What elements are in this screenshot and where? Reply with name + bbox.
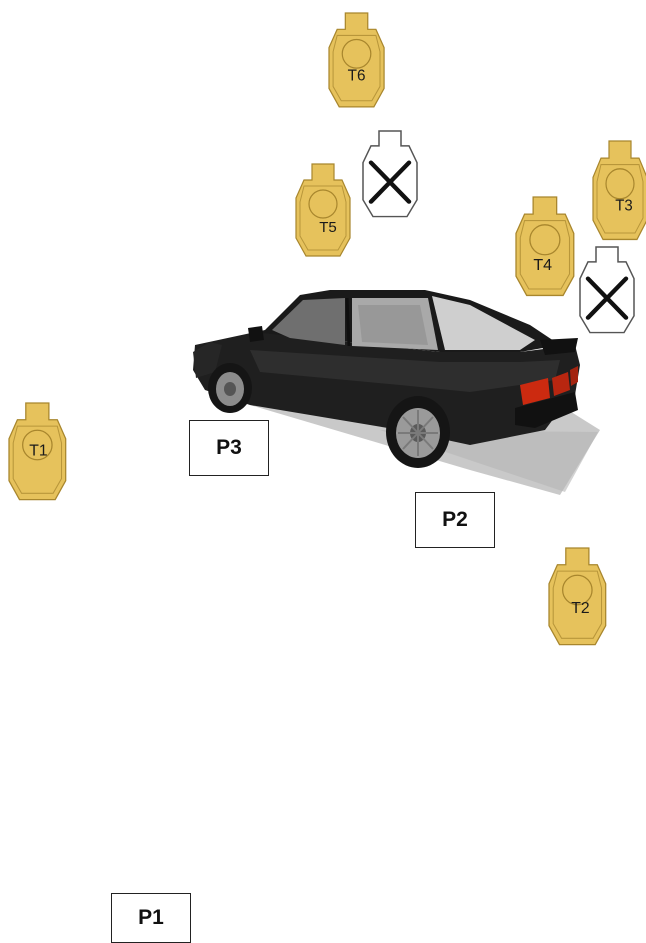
car-rear-wheel [386, 396, 450, 468]
shooting-position-p2: P2 [415, 492, 495, 548]
target-label: T5 [319, 219, 337, 236]
no-shoot-target [362, 130, 418, 218]
shoot-target-t1: T1 [8, 402, 67, 501]
shooting-position-p3: P3 [189, 420, 269, 476]
car-front-wheel [208, 363, 252, 413]
shoot-target-t3: T3 [592, 140, 646, 241]
position-label: P1 [138, 906, 164, 929]
target-label: T2 [571, 600, 589, 617]
car-icon [193, 290, 600, 495]
shoot-target-t2: T2 [548, 547, 607, 646]
shooting-position-p1: P1 [111, 893, 191, 943]
shoot-target-t5: T5 [295, 163, 351, 257]
shoot-target-t4: T4 [515, 196, 575, 297]
position-label: P2 [442, 508, 468, 531]
x-mark-icon [368, 160, 412, 204]
position-label: P3 [216, 436, 242, 459]
target-label: T3 [615, 197, 632, 215]
no-shoot-target [579, 246, 635, 334]
x-mark-icon [585, 276, 629, 320]
target-label: T4 [533, 256, 552, 274]
target-label: T1 [29, 443, 47, 460]
shoot-target-t6: T6 [328, 12, 385, 108]
target-label: T6 [348, 67, 366, 84]
